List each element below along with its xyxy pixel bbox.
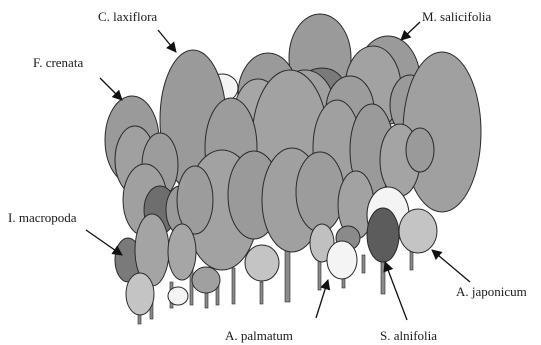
arrow-a-japonicum <box>432 250 470 282</box>
label-m-salicifolia: M. salicifolia <box>422 9 492 24</box>
label-a-japonicum: A. japonicum <box>456 284 527 299</box>
label-c-laxiflora: C. laxiflora <box>98 9 157 24</box>
label-a-palmatum: A. palmatum <box>225 328 293 343</box>
arrow-s-alnifolia <box>385 262 407 320</box>
arrow-m-salicifolia <box>401 22 420 40</box>
tree-crowns <box>105 14 481 315</box>
arrow-i-macropoda <box>86 230 122 255</box>
arrow-c-laxiflora <box>158 30 176 52</box>
label-s-alnifolia: S. alnifolia <box>380 328 437 343</box>
label-i-macropoda: I. macropoda <box>8 210 77 225</box>
arrow-f-crenata <box>100 78 122 100</box>
label-f-crenata: F. crenata <box>33 55 83 70</box>
